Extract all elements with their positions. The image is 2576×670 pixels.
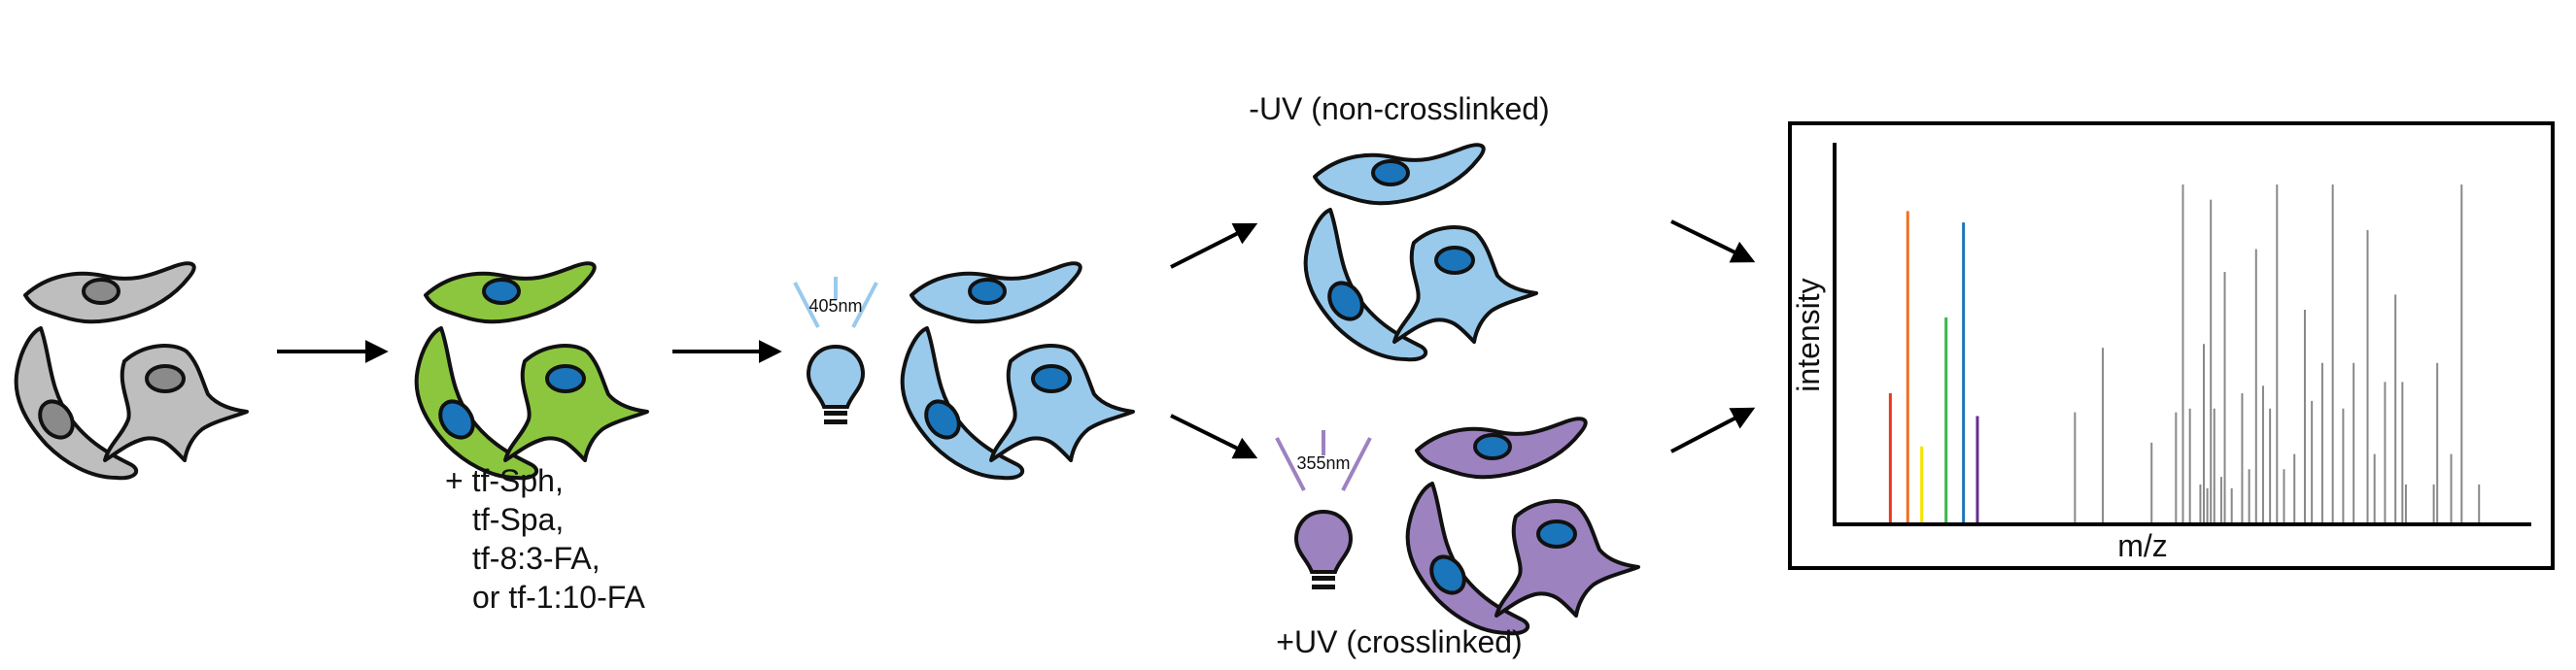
arrow-plus-uv: [1170, 414, 1258, 459]
spectrum-frame: [1788, 121, 2555, 570]
treatment-line-2: tf-Spa,: [472, 502, 564, 537]
y-axis-label: intensity: [1791, 278, 1826, 391]
x-axis-label: m/z: [2117, 528, 2168, 563]
treatment-line-3: tf-8:3-FA,: [472, 541, 601, 576]
imaged-cells-icon: [900, 261, 1135, 481]
non-crosslinked-cells-icon: [1303, 143, 1538, 362]
lightbulb-355-icon: [1293, 509, 1354, 589]
arrow-to-spectrum-top: [1670, 219, 1756, 263]
lamp-355nm: 355nm: [1275, 430, 1372, 589]
lamp-405nm: 405nm: [793, 277, 878, 424]
spectrum-peaks: [1888, 184, 2481, 522]
mass-spectrum-chart: m/z intensity: [1788, 121, 2555, 570]
crosslinked-cells-icon: [1405, 417, 1640, 636]
arrow-to-spectrum-bottom: [1670, 407, 1756, 453]
lamp-405-label: 405nm: [808, 296, 862, 316]
lamp-355-label: 355nm: [1296, 453, 1350, 473]
treated-cells-icon: [414, 261, 649, 481]
untreated-cells-icon: [14, 261, 249, 481]
plus-uv-label: +UV (crosslinked): [1276, 624, 1522, 659]
treatment-line-4: or tf-1:10-FA: [472, 580, 646, 615]
treatment-label: + tf-Sph, tf-Spa, tf-8:3-FA, or tf-1:10-…: [445, 463, 646, 615]
arrow-minus-uv: [1170, 222, 1258, 269]
treatment-line-1: + tf-Sph,: [445, 463, 564, 498]
minus-uv-label: -UV (non-crosslinked): [1249, 91, 1549, 126]
lightbulb-405-icon: [806, 344, 866, 424]
